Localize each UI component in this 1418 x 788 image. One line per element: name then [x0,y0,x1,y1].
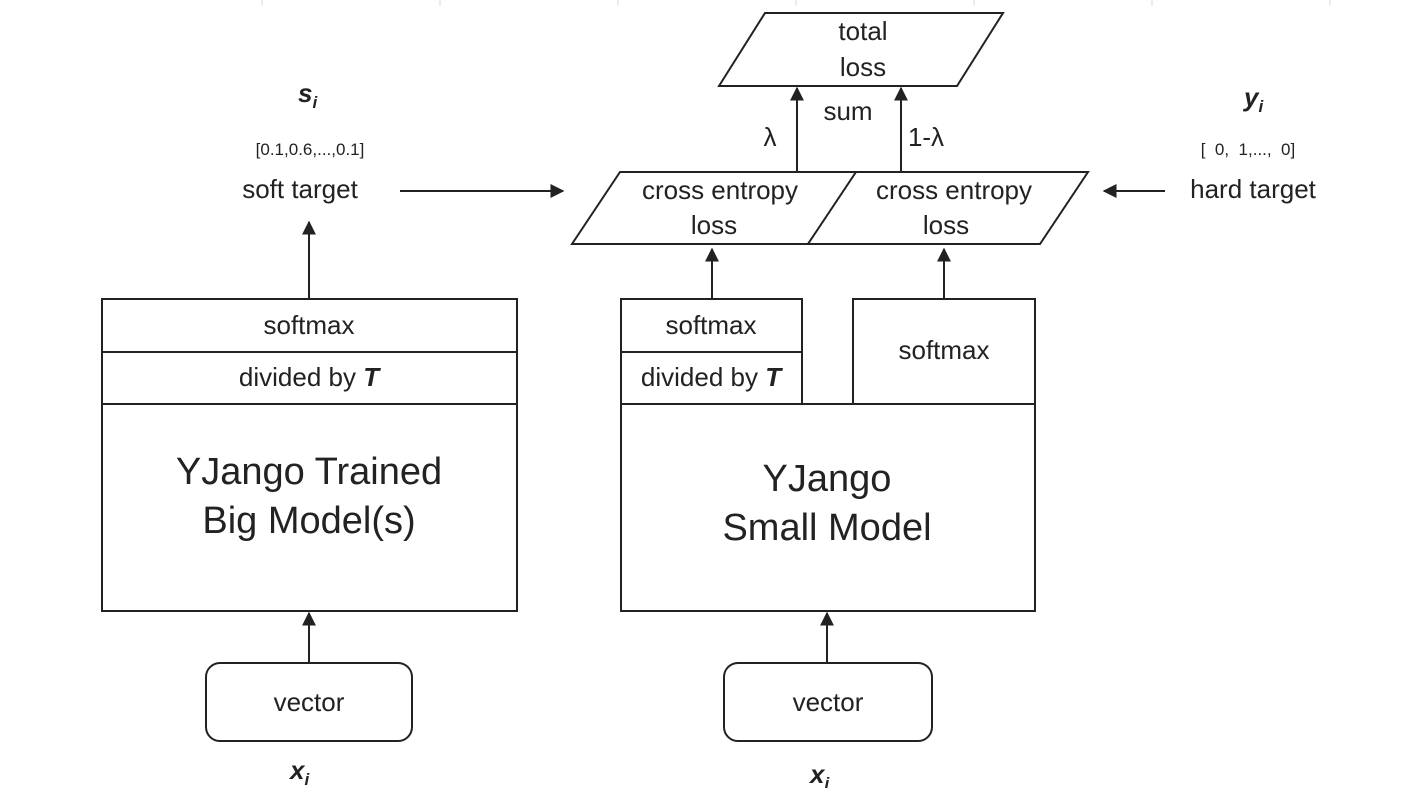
small-vector-box [723,662,933,742]
small-divided-label: divided by T [641,362,783,392]
big-input-symbol: xi [288,755,310,788]
small-input-symbol: xi [808,759,830,788]
big-vector-label: vector [274,687,345,717]
small-model-box [620,403,1036,612]
hard-target-symbol: yi [1242,82,1264,116]
hard-target-vector: [ 0, 1,..., 0] [1201,140,1296,159]
hard-target-label: hard target [1190,174,1317,204]
small-vector-label: vector [793,687,864,717]
big-vector-box [205,662,413,742]
ce-loss-right-line2: loss [923,210,969,240]
soft-target-label: soft target [242,174,358,204]
small-model-stack: softmax divided by T softmax YJango Smal… [620,298,1036,612]
small-model-title-line2: Small Model [722,507,931,549]
small-softmax-left-label: softmax [665,310,756,340]
ce-loss-left-line2: loss [691,210,737,240]
big-model-box [101,403,518,612]
small-input-node: vector xi [723,662,933,788]
total-loss-node: total loss [717,12,1005,87]
small-divided-box [620,351,803,405]
big-model-title-line1: YJango Trained [176,451,442,493]
sum-label: sum [823,96,872,126]
small-model-title-line1: YJango [763,458,892,500]
big-model-stack: softmax divided by T YJango Trained Big … [101,298,518,612]
soft-target-vector: [0.1,0.6,...,0.1] [256,140,365,159]
soft-target-symbol: si [298,78,318,112]
cross-entropy-loss-right: cross entropy loss [806,171,1090,245]
one-minus-lambda-label: 1-λ [908,122,944,152]
big-divided-label: divided by T [239,362,381,392]
small-softmax-right-box [852,298,1036,405]
small-softmax-right-label: softmax [898,335,989,365]
big-model-title-line2: Big Model(s) [202,500,415,542]
soft-target-group: si [0.1,0.6,...,0.1] soft target [242,78,364,204]
ce-loss-right-shape [806,171,1090,245]
big-softmax-label: softmax [263,310,354,340]
lambda-label: λ [764,122,777,152]
total-loss-line1: total [838,16,887,46]
ce-loss-right-line1: cross entropy [876,175,1032,205]
total-loss-shape [717,12,1005,87]
hard-target-group: yi [ 0, 1,..., 0] hard target [1190,82,1317,204]
total-loss-line2: loss [840,52,886,82]
big-input-node: vector xi [205,662,413,788]
ce-loss-left-line1: cross entropy [642,175,798,205]
top-tick-marks [261,0,1331,6]
